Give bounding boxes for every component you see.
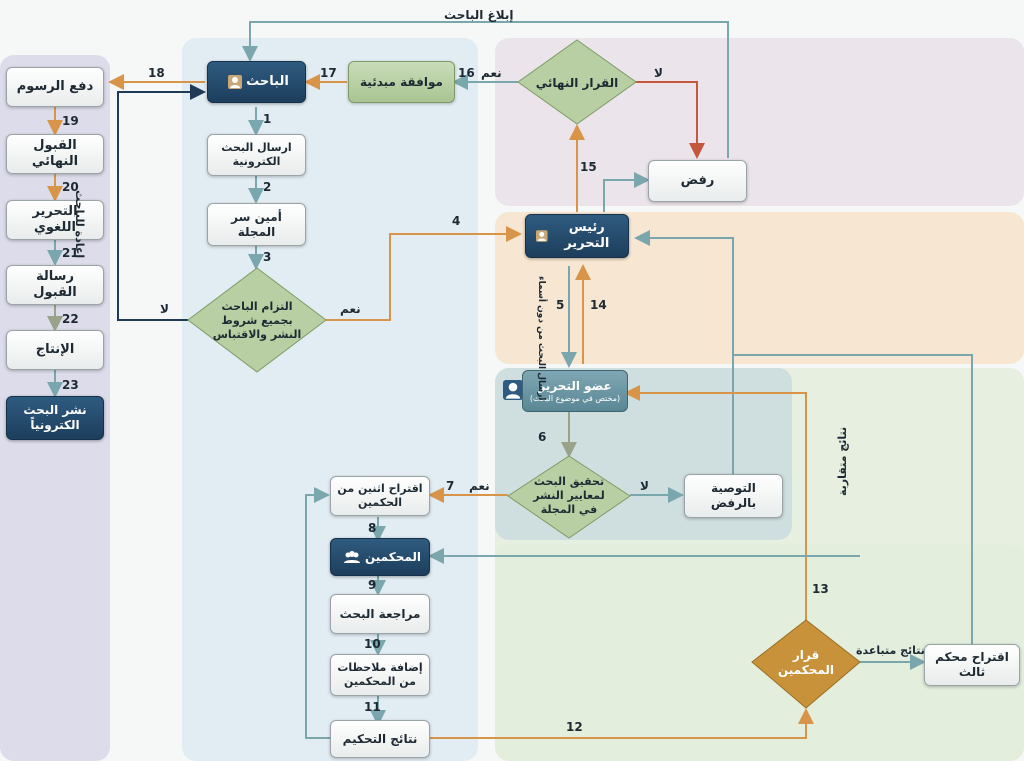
step-8: 8 bbox=[368, 521, 377, 535]
step-14: 14 bbox=[590, 298, 607, 312]
reject-node: رفض bbox=[648, 160, 747, 202]
yes-label-commitment: نعم bbox=[340, 302, 361, 316]
step-5: 5 bbox=[556, 298, 565, 312]
step-11: 11 bbox=[364, 700, 381, 714]
step-13: 13 bbox=[812, 582, 829, 596]
secretary-node: أمين سر المجلة bbox=[207, 203, 306, 246]
step-3: 3 bbox=[263, 250, 272, 264]
researcher-node: الباحث bbox=[207, 61, 306, 103]
reviewers-node: المحكمين bbox=[330, 538, 430, 576]
no-label-commitment: لا bbox=[160, 302, 169, 316]
production-node: الإنتاج bbox=[6, 330, 104, 370]
notify-researcher-label: إبلاغ الباحث bbox=[444, 8, 514, 22]
yes-label-16: نعم bbox=[481, 66, 502, 80]
step-10: 10 bbox=[364, 637, 381, 651]
reviewers-decision-text: قرار المحكمين bbox=[777, 648, 835, 677]
recommend-reject-node: التوصية بالرفض bbox=[684, 474, 783, 518]
group-icon bbox=[343, 551, 360, 563]
user-icon bbox=[536, 230, 548, 242]
commitment-diamond bbox=[187, 267, 327, 373]
commitment-text: التزام الباحث بجميع شروط النشر والاقتباس bbox=[212, 300, 302, 341]
step-20: 20 bbox=[62, 180, 79, 194]
step-17: 17 bbox=[320, 66, 337, 80]
propose-two-node: اقتراح اثنين من الحكمين bbox=[330, 476, 430, 516]
step-19: 19 bbox=[62, 114, 79, 128]
step-12: 12 bbox=[566, 720, 583, 734]
results-node: نتائج التحكيم bbox=[330, 720, 430, 758]
step-21: 21 bbox=[62, 246, 79, 260]
publish-node: نشر البحث الكترونياً bbox=[6, 396, 104, 440]
step-22: 22 bbox=[62, 312, 79, 326]
reviewers-decision-diamond bbox=[751, 619, 861, 709]
step-2: 2 bbox=[263, 180, 272, 194]
member-user-icon bbox=[503, 380, 523, 400]
review-node: مراجعة البحث bbox=[330, 594, 430, 634]
step-7: 7 bbox=[446, 479, 455, 493]
step-15: 15 bbox=[580, 160, 597, 174]
step-6: 6 bbox=[538, 430, 547, 444]
submit-node: ارسال البحث الكترونية bbox=[207, 134, 306, 176]
step-4: 4 bbox=[452, 214, 461, 228]
send-without-names-label: ارسال البحث من دون أسماء bbox=[536, 276, 546, 401]
no-label-final: لا bbox=[654, 66, 663, 80]
pay-fees-node: دفع الرسوم bbox=[6, 67, 104, 107]
divergent-results-label: نتائج متباعدة bbox=[856, 644, 925, 657]
verify-text: تحقيق البحث لمعايير النشر في المجلة bbox=[533, 475, 605, 516]
initial-approval-node: موافقة مبدئية bbox=[348, 61, 455, 103]
user-icon bbox=[228, 75, 243, 89]
verify-diamond bbox=[507, 455, 631, 539]
step-16: 16 bbox=[458, 66, 475, 80]
step-1: 1 bbox=[263, 112, 272, 126]
final-accept-node: القبول النهائي bbox=[6, 134, 104, 174]
third-reviewer-node: اقتراح محكم ثالث bbox=[924, 644, 1020, 686]
close-results-label: نتائج متقاربة bbox=[836, 426, 849, 496]
yes-label-verify: نعم bbox=[469, 479, 490, 493]
final-decision-text: القرار النهائي bbox=[535, 75, 619, 90]
editor-in-chief-node: رئيس التحرير bbox=[525, 214, 629, 258]
add-notes-node: إضافة ملاحظات من المحكمين bbox=[330, 654, 430, 696]
step-23: 23 bbox=[62, 378, 79, 392]
step-18: 18 bbox=[148, 66, 165, 80]
no-label-verify: لا bbox=[640, 479, 649, 493]
accept-letter-node: رسالة القبول bbox=[6, 265, 104, 305]
step-9: 9 bbox=[368, 578, 377, 592]
language-edit-node: التحرير اللغوي bbox=[6, 200, 104, 240]
final-decision-diamond bbox=[517, 39, 637, 125]
editorial-member-node: عضو التحرير (مختص في موضوع البحث) bbox=[522, 370, 628, 412]
